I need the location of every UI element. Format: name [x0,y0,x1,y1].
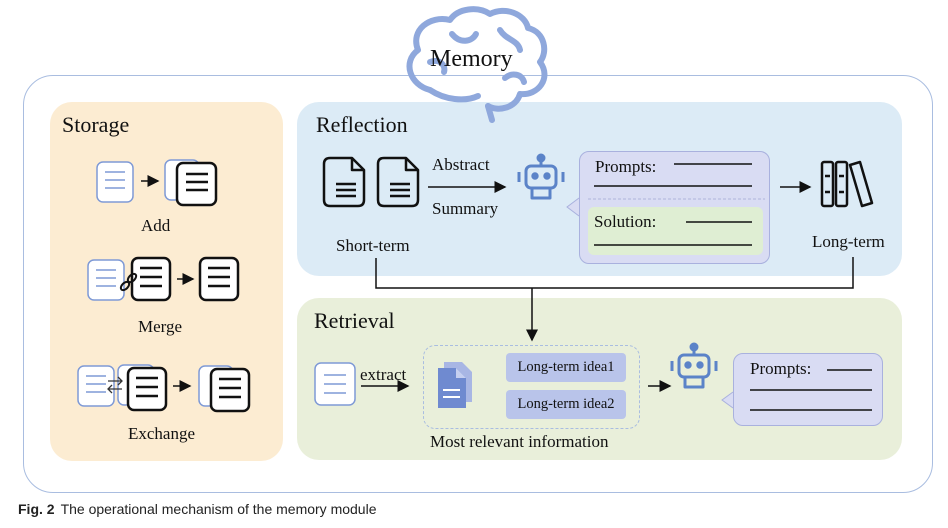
files-icon [438,362,472,408]
merge-label: Merge [138,317,183,336]
storage-title: Storage [62,112,130,137]
summary-label: Summary [432,199,499,218]
extract-label: extract [360,365,407,384]
memory-title: Memory [430,46,513,72]
reflection-title: Reflection [316,112,408,137]
exchange-label: Exchange [128,424,196,443]
solution-label: Solution: [594,212,657,231]
robot-icon [517,153,565,200]
short-term-document-icon [322,156,420,208]
reflection-prompts-label: Prompts: [595,157,657,176]
document-add-icon [96,159,218,207]
idea2-box: Long-term idea2 [506,390,626,419]
retrieval-prompts-label: Prompts: [750,359,812,378]
robot-icon [670,342,718,389]
books-icon [820,160,874,208]
relevant-info-box [423,345,640,429]
caption-text: The operational mechanism of the memory … [60,501,377,517]
long-term-label: Long-term [812,232,885,251]
most-relevant-label: Most relevant information [430,432,609,451]
retrieval-title: Retrieval [314,308,395,333]
idea1-box: Long-term idea1 [506,353,626,382]
short-term-label: Short-term [336,236,410,255]
add-label: Add [141,216,171,235]
figure-caption: Fig. 2 The operational mechanism of the m… [18,501,377,517]
document-exchange-icon [77,364,251,413]
caption-label: Fig. 2 [18,501,55,517]
abstract-label: Abstract [432,155,490,174]
document-merge-icon [87,256,240,302]
document-icon [314,362,356,406]
solution-box [588,207,763,255]
